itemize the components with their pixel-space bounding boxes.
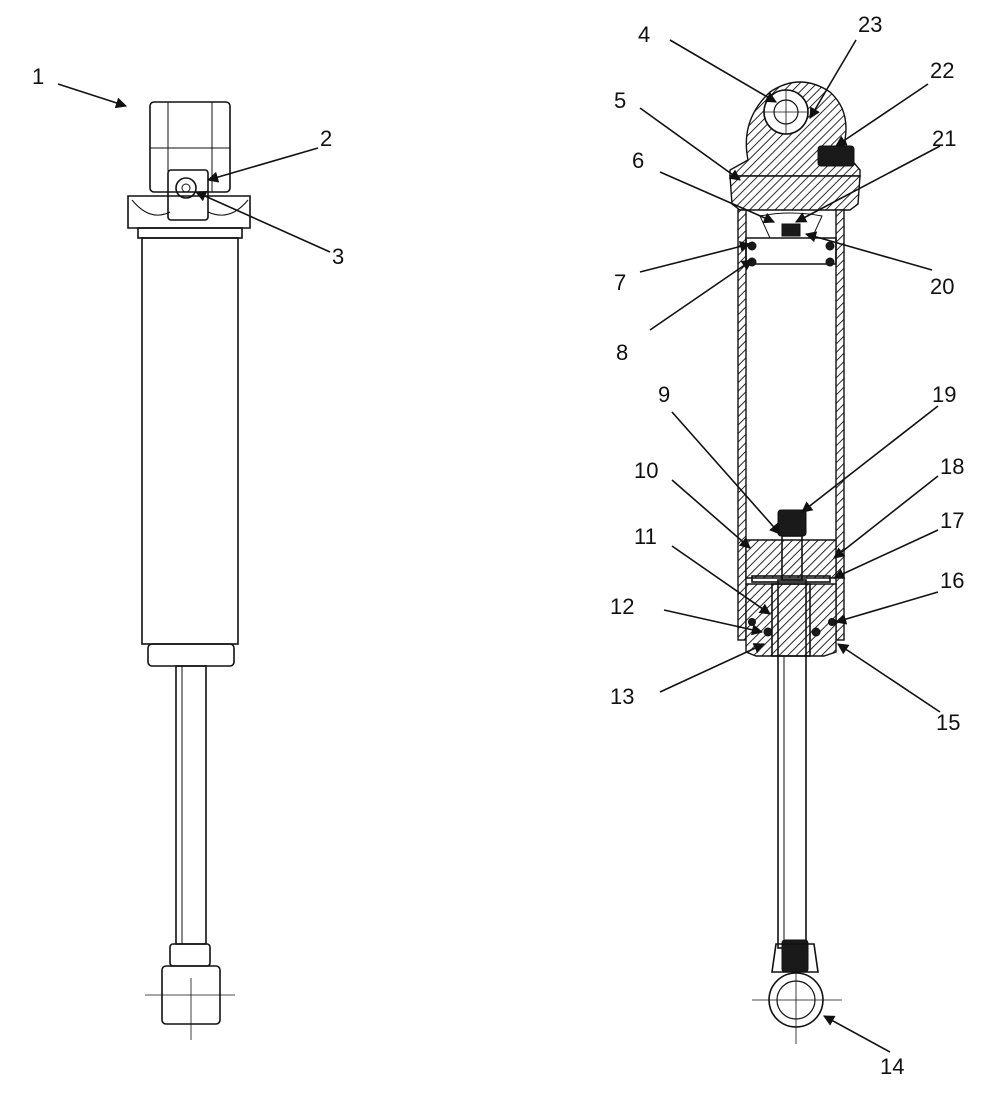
callout-12: 12 [610,594,634,619]
callout-3: 3 [332,244,344,269]
cutaway-view [729,81,861,1044]
valve-22 [817,145,855,167]
tube-wall-left [737,209,747,641]
callout-19: 19 [932,382,956,407]
callout-10: 10 [634,458,658,483]
callout-9: 9 [658,382,670,407]
piston-nut [777,509,807,537]
piston-rod-external [175,665,207,945]
valve-circle [175,177,197,199]
cap-5 [729,175,861,211]
callout-14: 14 [880,1054,904,1079]
valve-body [167,169,209,221]
callout-21: 21 [932,126,956,151]
callout-17: 17 [940,508,964,533]
callout-1: 1 [32,64,44,89]
callout-11: 11 [634,524,657,549]
bottom-collar [147,643,235,667]
callout-7: 7 [614,270,626,295]
callout-2: 2 [320,126,332,151]
callout-8: 8 [616,340,628,365]
callout-13: 13 [610,684,634,709]
callout-6: 6 [632,148,644,173]
callout-20: 20 [930,274,954,299]
callout-labels: 1 2 3 4 5 6 7 8 9 10 11 12 13 14 15 16 1… [32,12,964,1079]
tube-wall-right [835,209,845,641]
callout-22: 22 [930,58,954,83]
callout-18: 18 [940,454,964,479]
external-view [127,101,251,1040]
leader-lines [57,39,941,1053]
callout-16: 16 [940,568,964,593]
body-tube [141,237,239,645]
callout-23: 23 [858,12,882,37]
callout-15: 15 [936,710,960,735]
callout-5: 5 [614,88,626,113]
callout-4: 4 [638,22,650,47]
floating-piston [745,237,837,265]
rod-end-collar [169,943,211,967]
main-piston [745,539,837,579]
head-cap [127,195,251,229]
top-mount [149,101,231,193]
